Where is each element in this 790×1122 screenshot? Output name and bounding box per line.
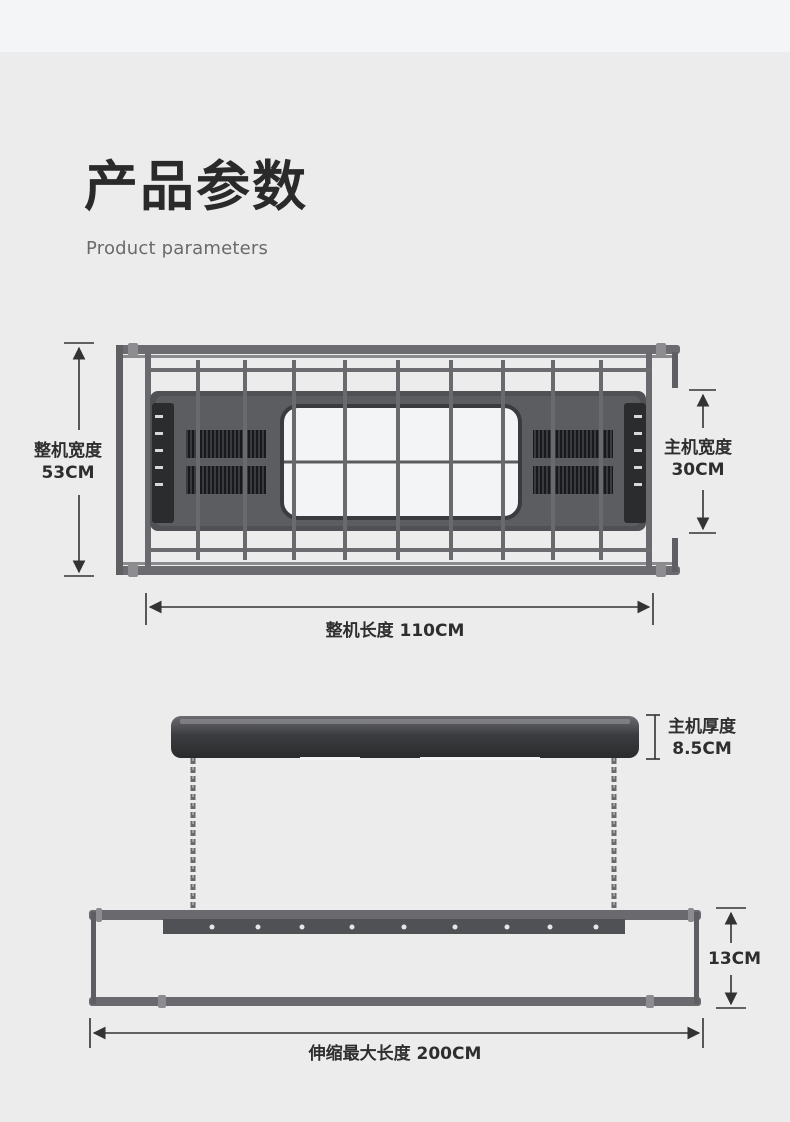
right-end-cap xyxy=(624,403,646,523)
host-thickness-label: 主机厚度 8.5CM xyxy=(668,716,736,760)
upper-rail xyxy=(89,910,701,920)
page-subtitle: Product parameters xyxy=(86,238,269,259)
bottom-rail xyxy=(116,566,680,575)
side-view-dryer xyxy=(89,716,701,1008)
top-rail xyxy=(116,345,680,354)
drying-bar xyxy=(163,919,625,934)
host-side xyxy=(171,716,639,758)
overall-width-label: 整机宽度 53CM xyxy=(34,440,102,484)
left-post xyxy=(116,345,123,575)
overall-length-label: 整机长度 110CM xyxy=(325,621,465,641)
lower-rail xyxy=(89,997,701,1006)
host-width-label: 主机宽度 30CM xyxy=(664,437,732,481)
host-width-value: 30CM xyxy=(671,460,725,480)
host-width-title: 主机宽度 xyxy=(664,438,732,458)
crossbars xyxy=(196,360,603,560)
max-length-label: 伸缩最大长度 200CM xyxy=(308,1044,482,1064)
left-end-cap xyxy=(152,403,174,523)
rack-height-label: 13CM xyxy=(708,949,762,969)
top-view-dryer xyxy=(116,343,680,577)
page-title: 产品参数 xyxy=(84,155,308,218)
suspension-chains xyxy=(190,758,617,912)
overall-width-value: 53CM xyxy=(41,463,95,483)
host-thickness-value: 8.5CM xyxy=(672,739,732,759)
host-thickness-title: 主机厚度 xyxy=(668,717,736,737)
overall-width-title: 整机宽度 xyxy=(34,441,102,461)
top-banner-strip xyxy=(0,0,790,52)
